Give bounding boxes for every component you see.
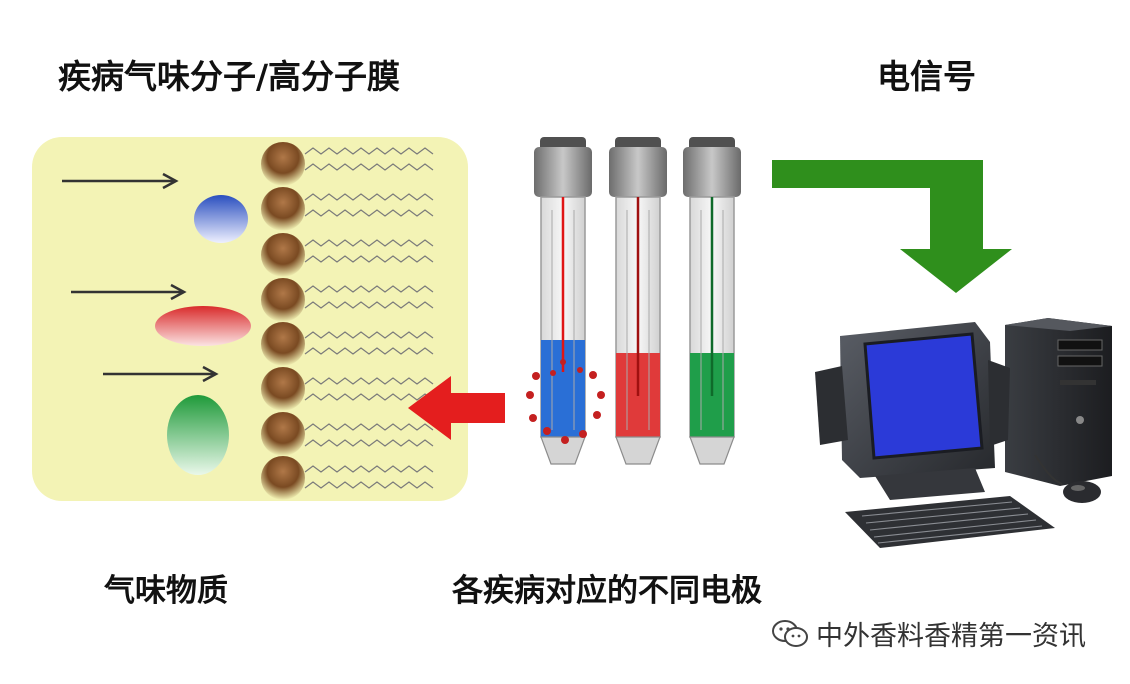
membrane-title: 疾病气味分子/高分子膜 bbox=[58, 57, 401, 96]
watermark: 中外香料香精第一资讯 bbox=[770, 614, 1086, 653]
red-molecule bbox=[155, 306, 251, 346]
wechat-icon bbox=[772, 619, 808, 647]
left-arrow-icon bbox=[408, 376, 505, 440]
green-molecule bbox=[167, 395, 229, 475]
right-arrow-icon bbox=[71, 283, 187, 301]
electrode-red bbox=[609, 137, 667, 465]
computer-icon bbox=[815, 318, 1112, 548]
odor-substance-label: 气味物质 bbox=[104, 573, 228, 609]
corner-down-arrow-icon bbox=[772, 160, 1012, 293]
electrode-green bbox=[683, 137, 741, 465]
membrane-heads bbox=[261, 142, 305, 500]
electrodes-label: 各疾病对应的不同电极 bbox=[452, 573, 762, 609]
electric-signal-title: 电信号 bbox=[877, 57, 976, 96]
bound-molecules bbox=[526, 359, 605, 444]
membrane-panel bbox=[32, 137, 468, 501]
electrode-blue bbox=[526, 137, 605, 465]
right-arrow-icon bbox=[62, 172, 179, 190]
right-arrow-icon bbox=[103, 365, 219, 383]
polymer-chains bbox=[304, 147, 434, 489]
mouse-icon bbox=[1034, 454, 1101, 503]
blue-molecule bbox=[194, 195, 248, 243]
watermark-text: 中外香料香精第一资讯 bbox=[816, 621, 1086, 652]
